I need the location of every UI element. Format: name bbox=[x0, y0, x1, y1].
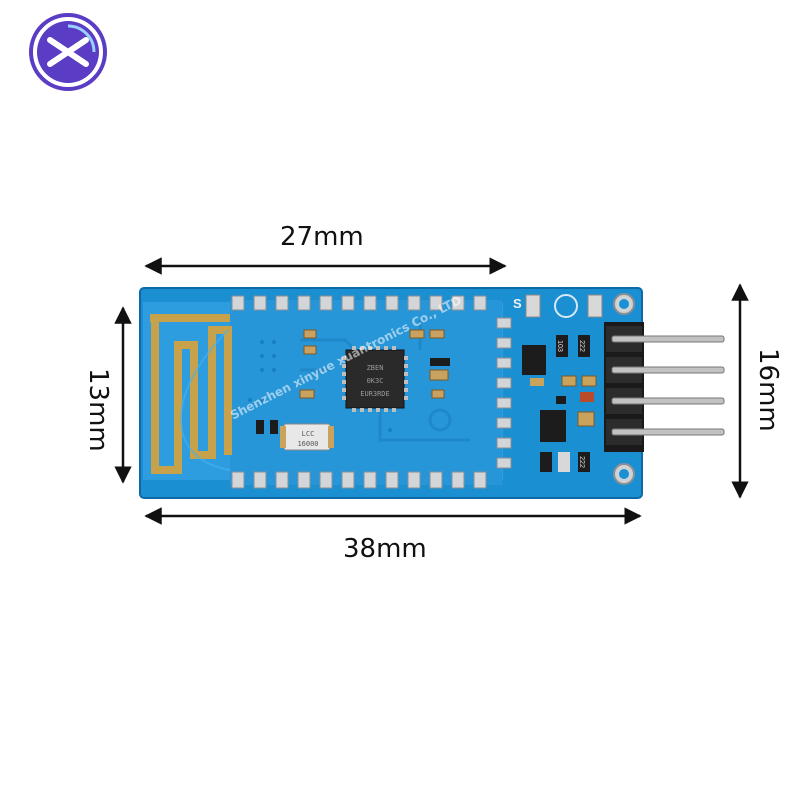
bluetooth-ic-chip: ZBEN 0K3C EUR3RDE bbox=[342, 346, 408, 412]
smd-label-222a: 222 bbox=[578, 340, 585, 352]
pin-header bbox=[604, 322, 725, 452]
silkscreen-s: S bbox=[513, 296, 522, 311]
module-side-pads bbox=[496, 317, 512, 469]
crystal-marking-line2: 16000 bbox=[297, 440, 318, 448]
crystal-oscillator: LCC 16000 bbox=[280, 423, 334, 451]
smd-label-222b: 222 bbox=[578, 456, 585, 468]
module-bottom-pads bbox=[231, 471, 487, 489]
chip-marking-line3: EUR3RDE bbox=[360, 390, 390, 398]
chip-marking-line2: 0K3C bbox=[367, 377, 384, 385]
dimension-total-width: 38mm bbox=[343, 534, 427, 564]
module-top-pads bbox=[231, 295, 487, 311]
dimension-left-height: 13mm bbox=[83, 368, 113, 452]
brand-logo-icon bbox=[29, 13, 107, 91]
module-smd-components bbox=[299, 329, 449, 399]
antenna-trace-icon bbox=[150, 314, 232, 474]
crystal-marking-line1: LCC bbox=[302, 430, 315, 438]
base-board-components: 103 222 222 bbox=[522, 293, 635, 485]
smd-label-103: 103 bbox=[556, 340, 563, 352]
header-pins bbox=[611, 335, 725, 436]
dimension-top-width: 27mm bbox=[280, 222, 364, 252]
chip-marking-line1: ZBEN bbox=[367, 364, 384, 372]
dimension-right-height: 16mm bbox=[753, 348, 783, 432]
